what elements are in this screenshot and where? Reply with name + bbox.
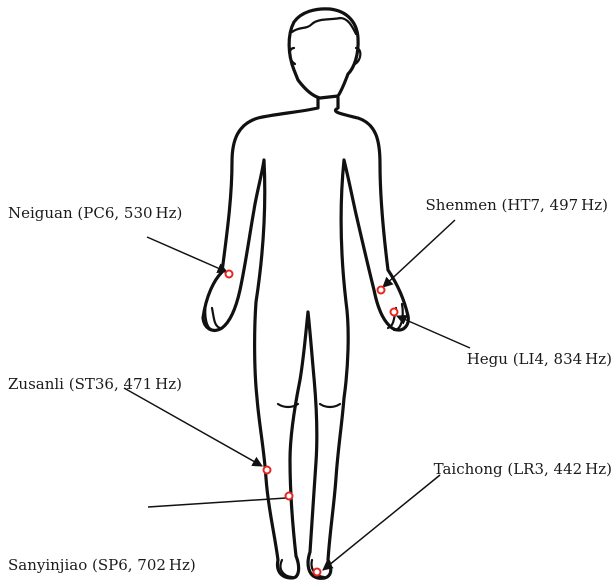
torso-outline — [203, 98, 408, 578]
body-figure — [203, 9, 408, 578]
shenmen-label: Shenmen (HT7, 497 Hz) — [426, 196, 608, 214]
taichong-leader — [323, 475, 440, 570]
shenmen-leader — [383, 220, 455, 287]
hair-line — [292, 18, 356, 34]
neiguan-point — [226, 271, 233, 278]
hegu-leader — [397, 316, 470, 348]
zusanli-point — [264, 467, 271, 474]
hegu-label: Hegu (LI4, 834 Hz) — [467, 350, 612, 368]
zusanli-label: Zusanli (ST36, 471 Hz) — [8, 375, 182, 393]
taichong-point — [314, 569, 321, 576]
shenmen-point — [378, 287, 385, 294]
hegu-point — [391, 309, 398, 316]
acupoint-labels: Neiguan (PC6, 530 Hz) Shenmen (HT7, 497 … — [8, 196, 612, 574]
neiguan-label: Neiguan (PC6, 530 Hz) — [8, 204, 182, 222]
right-knee — [320, 404, 340, 407]
sanyinjiao-point — [286, 493, 293, 500]
sanyinjiao-leader — [148, 498, 286, 507]
zusanli-leader — [124, 388, 262, 466]
taichong-label: Taichong (LR3, 442 Hz) — [434, 460, 612, 478]
neiguan-leader — [147, 237, 227, 272]
sanyinjiao-label: Sanyinjiao (SP6, 702 Hz) — [8, 556, 196, 574]
left-knee — [278, 404, 298, 407]
left-hand-fingers — [205, 302, 220, 330]
